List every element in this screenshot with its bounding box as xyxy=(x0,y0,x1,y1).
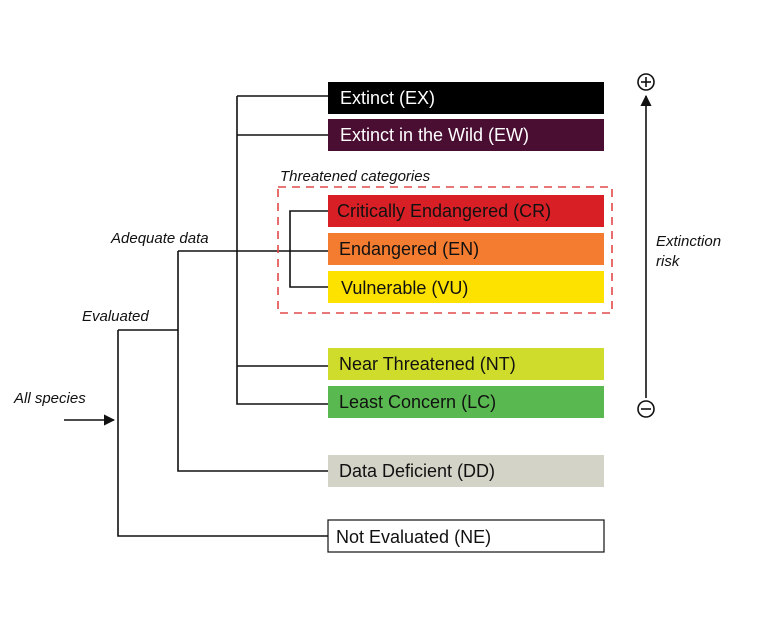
category-nt: Near Threatened (NT) xyxy=(328,348,604,380)
category-lc-box xyxy=(328,386,604,418)
category-ex-label: Extinct (EX) xyxy=(340,88,435,108)
extinction-risk-label-line1: Extinction xyxy=(656,233,721,250)
threatened-categories-box xyxy=(277,186,613,314)
category-lc-label: Least Concern (LC) xyxy=(339,392,496,412)
evaluated-label: Evaluated xyxy=(82,308,149,325)
extinction-risk-label-line2: risk xyxy=(656,253,681,270)
tree-connectors xyxy=(64,95,328,537)
adequate-data-label: Adequate data xyxy=(110,230,209,247)
category-vu-label: Vulnerable (VU) xyxy=(341,278,468,298)
category-dd: Data Deficient (DD) xyxy=(328,455,604,487)
category-cr-label: Critically Endangered (CR) xyxy=(337,201,551,221)
category-ew-box xyxy=(328,119,604,151)
category-ex-box xyxy=(328,82,604,114)
threatened-bracket xyxy=(289,210,328,288)
category-dd-box xyxy=(328,455,604,487)
plus-circle-icon xyxy=(637,73,655,91)
category-nt-label: Near Threatened (NT) xyxy=(339,354,516,374)
adequate-data-branch xyxy=(177,251,328,472)
category-cr: Critically Endangered (CR) xyxy=(328,195,604,227)
all-species-label: All species xyxy=(13,390,86,407)
category-nt-box xyxy=(328,348,604,380)
category-cr-box xyxy=(328,195,604,227)
threatened-categories-label: Threatened categories xyxy=(280,168,431,185)
risk-spine xyxy=(236,95,328,405)
category-en: Endangered (EN) xyxy=(328,233,604,265)
evaluated-branch xyxy=(117,330,328,537)
minus-circle-icon xyxy=(637,400,655,418)
extinction-risk-scale: Extinction risk xyxy=(637,73,721,418)
category-ne: Not Evaluated (NE) xyxy=(327,519,605,553)
category-vu: Vulnerable (VU) xyxy=(328,271,604,303)
category-en-box xyxy=(328,233,604,265)
category-ew-label: Extinct in the Wild (EW) xyxy=(340,125,529,145)
category-ne-box xyxy=(327,519,605,553)
category-ew: Extinct in the Wild (EW) xyxy=(328,119,604,151)
category-ne-label: Not Evaluated (NE) xyxy=(336,527,491,547)
category-lc: Least Concern (LC) xyxy=(328,386,604,418)
category-ex: Extinct (EX) xyxy=(328,82,604,114)
category-en-label: Endangered (EN) xyxy=(339,239,479,259)
category-dd-label: Data Deficient (DD) xyxy=(339,461,495,481)
category-vu-box xyxy=(328,271,604,303)
